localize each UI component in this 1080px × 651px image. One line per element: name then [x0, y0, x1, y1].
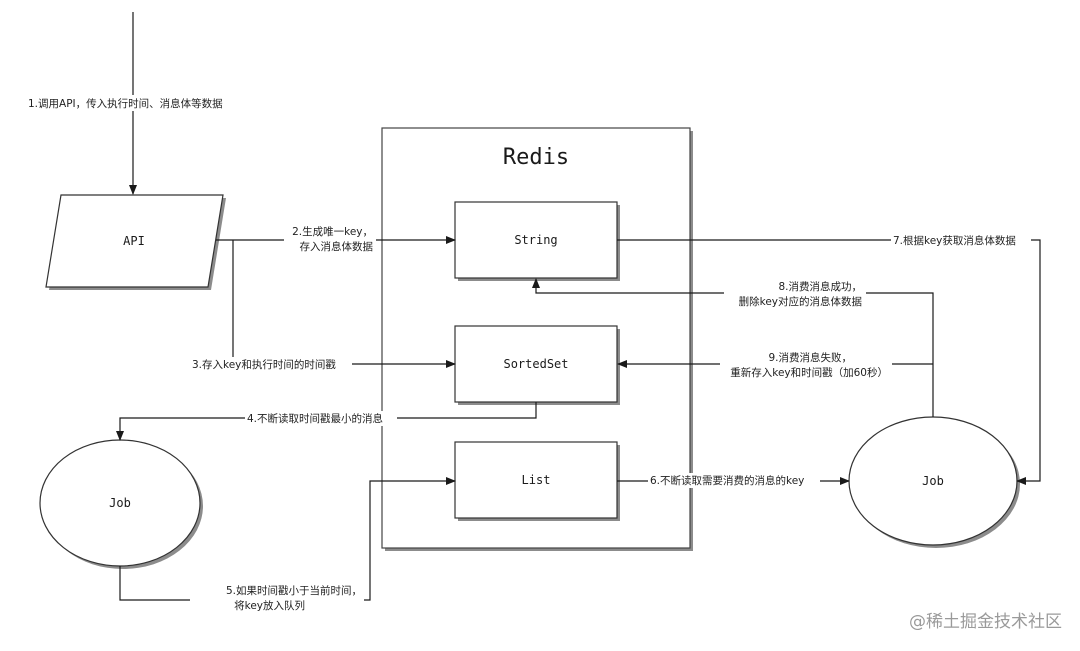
api-node: API [45, 194, 226, 290]
edge-label-step9-line1: 9.消费消息失败， [768, 351, 852, 364]
list-label: List [522, 473, 551, 487]
edge-label-step2-line1: 2.生成唯一key， [292, 225, 373, 238]
edge-label-step3: 3.存入key和执行时间的时间戳 [192, 358, 336, 371]
sortedset-label: SortedSet [503, 357, 568, 371]
edge-step9: 9.消费消息失败， 重新存入key和时间戳（加60秒） [617, 351, 933, 381]
edge-label-step8-line1: 8.消费消息成功， [778, 280, 862, 293]
watermark-text: @稀土掘金技术社区 [909, 612, 1062, 632]
edge-label-step4: 4.不断读取时间戳最小的消息 [247, 412, 383, 425]
edge-step3: 3.存入key和执行时间的时间戳 [190, 240, 456, 372]
sortedset-node: SortedSet [454, 325, 620, 405]
edge-step1: 1.调用API，传入执行时间、消息体等数据 [22, 12, 244, 195]
edge-step6: 6.不断读取需要消费的消息的key [617, 473, 850, 488]
redis-title: Redis [503, 145, 569, 170]
job-left-label: Job [109, 496, 131, 510]
edge-label-step6: 6.不断读取需要消费的消息的key [650, 474, 804, 487]
list-node: List [454, 441, 620, 521]
edge-step2: 2.生成唯一key， 存入消息体数据 [216, 224, 456, 254]
edge-label-step8-line2: 删除key对应的消息体数据 [739, 295, 863, 308]
edge-label-step5-line1: 5.如果时间戳小于当前时间， [226, 584, 362, 597]
string-label: String [514, 233, 557, 247]
edge-step4: 4.不断读取时间戳最小的消息 [116, 402, 537, 441]
job-right-label: Job [922, 474, 944, 488]
edge-label-step9-line2: 重新存入key和时间戳（加60秒） [730, 366, 888, 379]
edge-label-step5-line2: 将key放入队列 [234, 599, 305, 612]
job-right-node: Job [848, 416, 1020, 548]
edge-step8: 8.消费消息成功， 删除key对应的消息体数据 [532, 278, 934, 417]
edge-step5: 5.如果时间戳小于当前时间， 将key放入队列 [119, 477, 456, 613]
edge-label-step7: 7.根据key获取消息体数据 [893, 234, 1016, 247]
edge-label-step2-line2: 存入消息体数据 [300, 240, 374, 253]
edge-label-step1: 1.调用API，传入执行时间、消息体等数据 [28, 97, 223, 110]
edge-step7: 7.根据key获取消息体数据 [617, 232, 1041, 485]
job-left-node: Job [39, 439, 203, 569]
string-node: String [454, 201, 620, 281]
api-label: API [123, 234, 145, 248]
